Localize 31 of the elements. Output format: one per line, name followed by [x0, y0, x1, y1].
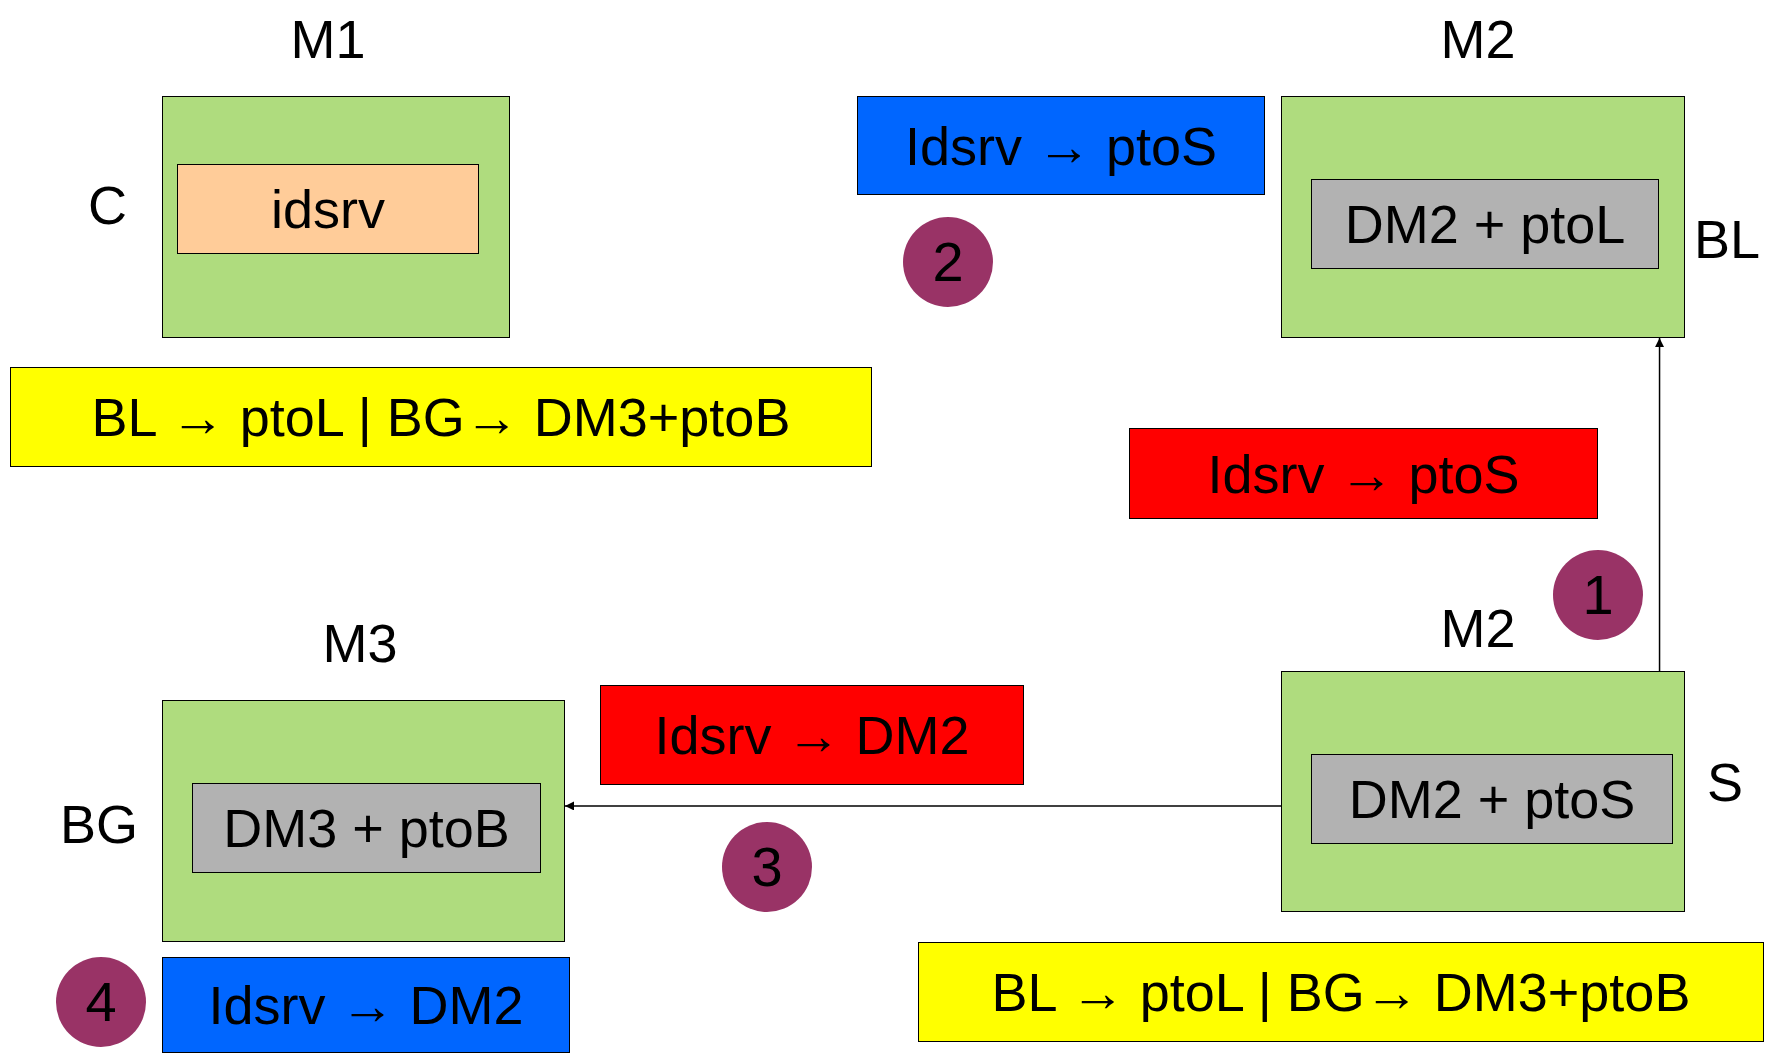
step-number: 4 — [85, 974, 117, 1030]
step-banner — [162, 957, 570, 1053]
box-label: idsrv — [271, 182, 385, 236]
arrow — [1655, 337, 1665, 672]
step-banner — [1129, 428, 1598, 519]
rule-banner — [918, 942, 1764, 1042]
side-label: C — [88, 178, 127, 232]
side-label: BL — [1694, 212, 1761, 266]
component-box — [1311, 754, 1673, 844]
module-heading: M1 — [290, 12, 366, 66]
side-label: S — [1707, 755, 1744, 809]
step-banner — [857, 96, 1265, 195]
module-box — [1281, 96, 1685, 338]
step-number: 3 — [751, 839, 783, 895]
module-heading: M2 — [1440, 601, 1516, 655]
step-banner — [600, 685, 1024, 785]
module-box — [162, 700, 565, 942]
component-box — [192, 783, 541, 873]
step-number: 1 — [1582, 567, 1614, 623]
box-label: Idsrv → DM2 — [208, 978, 524, 1032]
module-heading: M2 — [1440, 12, 1516, 66]
module-box — [1281, 671, 1685, 912]
service-box — [177, 164, 479, 254]
box-label: Idsrv → DM2 — [654, 708, 970, 762]
side-label: BG — [60, 797, 139, 851]
step-number: 2 — [932, 234, 964, 290]
arrow — [564, 801, 1282, 811]
rule-banner — [10, 367, 872, 467]
module-heading: M3 — [322, 616, 398, 670]
module-box — [162, 96, 510, 338]
component-box — [1311, 179, 1659, 269]
